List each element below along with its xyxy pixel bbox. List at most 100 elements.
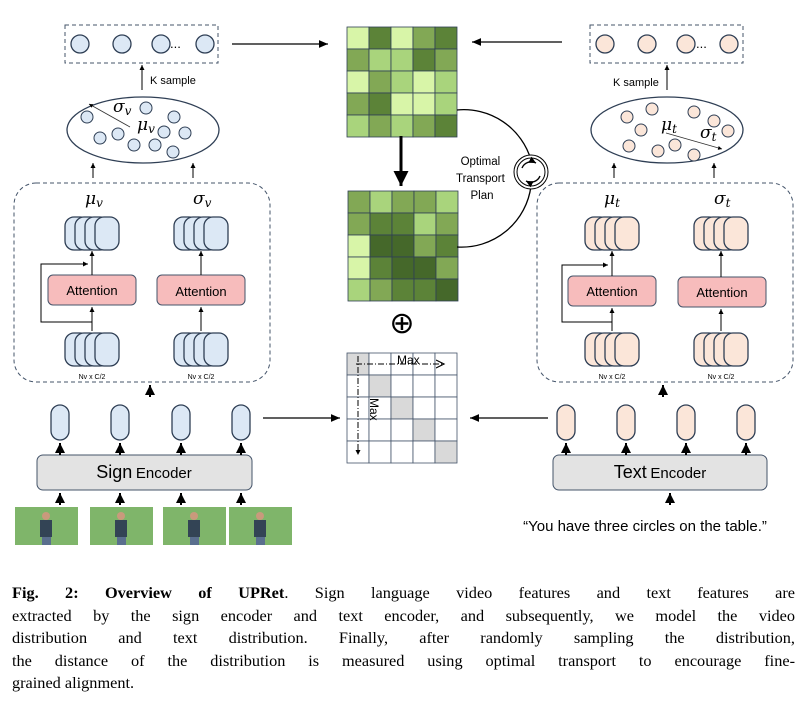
attention-label: Attention <box>696 285 747 300</box>
matrix-cell <box>391 234 415 258</box>
matrix-cell <box>412 114 436 138</box>
figure-label: Fig. 2: <box>12 583 79 602</box>
text-token-features <box>556 404 756 441</box>
matrix-cell <box>391 256 415 280</box>
text-branch: ... K sample μt σt μt σt Nv x C/2 Nv x C… <box>55 24 794 535</box>
token-feature <box>736 404 756 441</box>
transport-matrix <box>347 190 459 302</box>
matrix-cell <box>391 278 415 302</box>
token-feature <box>616 404 636 441</box>
matrix-cell <box>390 418 414 442</box>
matrix-cell <box>368 26 392 50</box>
matrix-cell <box>412 440 436 464</box>
video-frame <box>163 507 226 545</box>
sign-distribution-points <box>80 101 192 159</box>
max-mask-matrix <box>346 352 458 464</box>
caption-line: grained alignment. <box>12 673 135 692</box>
dim-label: Nv x C/2 <box>188 374 215 381</box>
feature-vector <box>203 332 229 367</box>
sign-sample-circles <box>70 34 215 54</box>
matrix-cell <box>390 26 414 50</box>
residual-connection <box>561 262 612 323</box>
attention-label: Attention <box>66 283 117 298</box>
cycle-icon <box>513 154 549 190</box>
max-cell <box>390 396 414 420</box>
matrix-cell <box>346 48 370 72</box>
sign-token-features <box>50 404 251 441</box>
dim-label: Nv x C/2 <box>599 374 626 381</box>
matrix-cell <box>435 234 459 258</box>
caption-line: extracted by the sign encoder and text e… <box>12 605 795 625</box>
token-feature <box>676 404 696 441</box>
matrix-cell <box>369 234 393 258</box>
matrix-cell <box>347 256 371 280</box>
figure-caption: Fig. 2: Overview of UPRet. Sign language… <box>12 582 795 695</box>
matrix-cell <box>368 48 392 72</box>
similarity-matrix <box>346 26 458 138</box>
text-mu-feature-stack <box>584 216 640 251</box>
sigma-v-label: σv <box>113 97 132 118</box>
matrix-cell <box>369 256 393 280</box>
matrix-cell <box>390 92 414 116</box>
matrix-cell <box>434 70 458 94</box>
matrix-cell <box>413 278 437 302</box>
matrix-cell <box>390 440 414 464</box>
figure-title: Overview of UPRet <box>105 583 285 602</box>
overview-diagram: ... K sample σv μv μv σv Nv x C/2 Nv x C… <box>13 24 794 545</box>
matrix-cell <box>412 26 436 50</box>
matrix-cell <box>391 212 415 236</box>
matrix-cell <box>368 418 392 442</box>
token-feature <box>50 404 70 441</box>
text-encoder-label: Text Encoder <box>614 462 707 482</box>
text-samples-box <box>589 24 744 64</box>
text-sigma-feature-stack <box>693 216 749 251</box>
max-row-label: Max <box>397 353 420 367</box>
text-encoder-block <box>552 454 768 491</box>
mu-v-heading: μv <box>85 189 103 210</box>
matrix-cell <box>412 70 436 94</box>
max-cell <box>368 374 392 398</box>
matrix-cell <box>346 114 370 138</box>
matrix-cell <box>413 190 437 214</box>
matrix-cell <box>412 92 436 116</box>
residual-connection <box>40 261 92 323</box>
matrix-cell <box>434 92 458 116</box>
matrix-cell <box>346 92 370 116</box>
text-sample-circles <box>595 34 739 54</box>
matrix-cell <box>435 212 459 236</box>
matrix-cell <box>347 234 371 258</box>
feature-vector <box>94 216 120 251</box>
text-attention-block-2 <box>677 276 767 308</box>
matrix-cell <box>412 374 436 398</box>
matrix-cell <box>390 374 414 398</box>
token-feature <box>231 404 251 441</box>
feature-vector <box>614 332 640 367</box>
matrix-cell <box>434 26 458 50</box>
k-sample-label: K sample <box>613 77 659 89</box>
matrix-cell <box>369 190 393 214</box>
max-cell <box>412 418 436 442</box>
video-frame <box>229 507 292 545</box>
matrix-cell <box>412 396 436 420</box>
caption-line: the distance of the distribution is meas… <box>12 650 795 670</box>
matrix-cell <box>368 70 392 94</box>
matrix-cell <box>369 278 393 302</box>
matrix-cell <box>434 48 458 72</box>
text-distribution-points <box>620 102 735 162</box>
matrix-cell <box>346 26 370 50</box>
video-frame <box>15 507 78 545</box>
caption-line: . Sign language video features and text … <box>284 583 796 602</box>
text-input-stack-2 <box>693 332 749 367</box>
sign-input-stack-1 <box>64 332 120 367</box>
feature-vector <box>723 332 749 367</box>
matrix-cell <box>434 418 458 442</box>
feature-vector <box>723 216 749 251</box>
mu-t-label: μt <box>661 115 677 136</box>
matrix-cell <box>368 440 392 464</box>
sign-branch: ... K sample σv μv μv σv Nv x C/2 Nv x C… <box>13 24 292 545</box>
mu-t-heading: μt <box>604 189 620 210</box>
sign-mu-feature-stack <box>64 216 120 251</box>
feature-vector <box>94 332 120 367</box>
matrix-cell <box>412 48 436 72</box>
matrix-cell <box>413 234 437 258</box>
